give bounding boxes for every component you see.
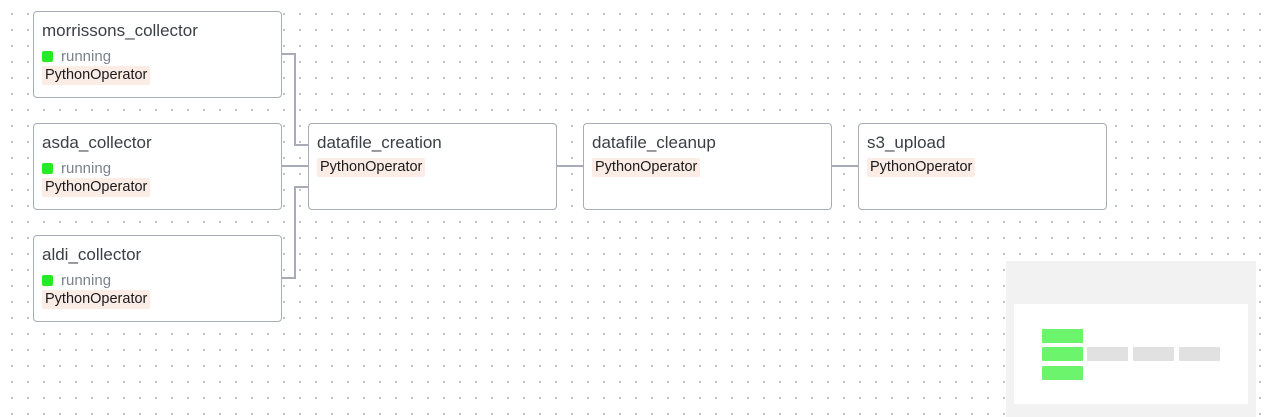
task-name: datafile_creation xyxy=(317,133,442,152)
minimap-node-asda-collector xyxy=(1042,347,1083,361)
running-status-icon xyxy=(42,162,53,174)
operator-tag: PythonOperator xyxy=(42,66,151,85)
task-node-aldi-collector[interactable]: aldi_collector running PythonOperator xyxy=(33,235,282,322)
minimap-node-aldi-collector xyxy=(1042,366,1083,380)
edge-morrissons-to-creation xyxy=(282,53,309,146)
task-state-label: running xyxy=(61,271,112,289)
operator-tag: PythonOperator xyxy=(592,158,701,177)
running-status-icon xyxy=(42,50,53,62)
task-state: running xyxy=(42,159,112,177)
operator-tag: PythonOperator xyxy=(317,158,426,177)
edge-aldi-to-creation xyxy=(282,186,309,279)
minimap-node-s3-upload xyxy=(1179,347,1220,361)
task-state-label: running xyxy=(61,47,112,65)
task-state: running xyxy=(42,47,112,65)
running-status-icon xyxy=(42,274,53,286)
minimap-viewport[interactable] xyxy=(1014,304,1248,404)
task-name: datafile_cleanup xyxy=(592,133,716,152)
task-node-datafile-cleanup[interactable]: datafile_cleanup PythonOperator xyxy=(583,123,832,210)
operator-tag: PythonOperator xyxy=(867,158,976,177)
minimap-node-datafile-cleanup xyxy=(1133,347,1174,361)
task-node-s3-upload[interactable]: s3_upload PythonOperator xyxy=(858,123,1107,210)
task-name: aldi_collector xyxy=(42,245,142,264)
task-state: running xyxy=(42,271,112,289)
minimap-node-datafile-creation xyxy=(1087,347,1128,361)
task-node-asda-collector[interactable]: asda_collector running PythonOperator xyxy=(33,123,282,210)
task-name: asda_collector xyxy=(42,133,152,152)
operator-tag: PythonOperator xyxy=(42,178,151,197)
task-name: s3_upload xyxy=(867,133,946,152)
task-node-datafile-creation[interactable]: datafile_creation PythonOperator xyxy=(308,123,557,210)
task-node-morrissons-collector[interactable]: morrissons_collector running PythonOpera… xyxy=(33,11,282,98)
operator-tag: PythonOperator xyxy=(42,290,151,309)
task-name: morrissons_collector xyxy=(42,21,198,40)
minimap-node-morrissons-collector xyxy=(1042,329,1083,343)
task-state-label: running xyxy=(61,159,112,177)
graph-minimap[interactable] xyxy=(1006,261,1256,417)
